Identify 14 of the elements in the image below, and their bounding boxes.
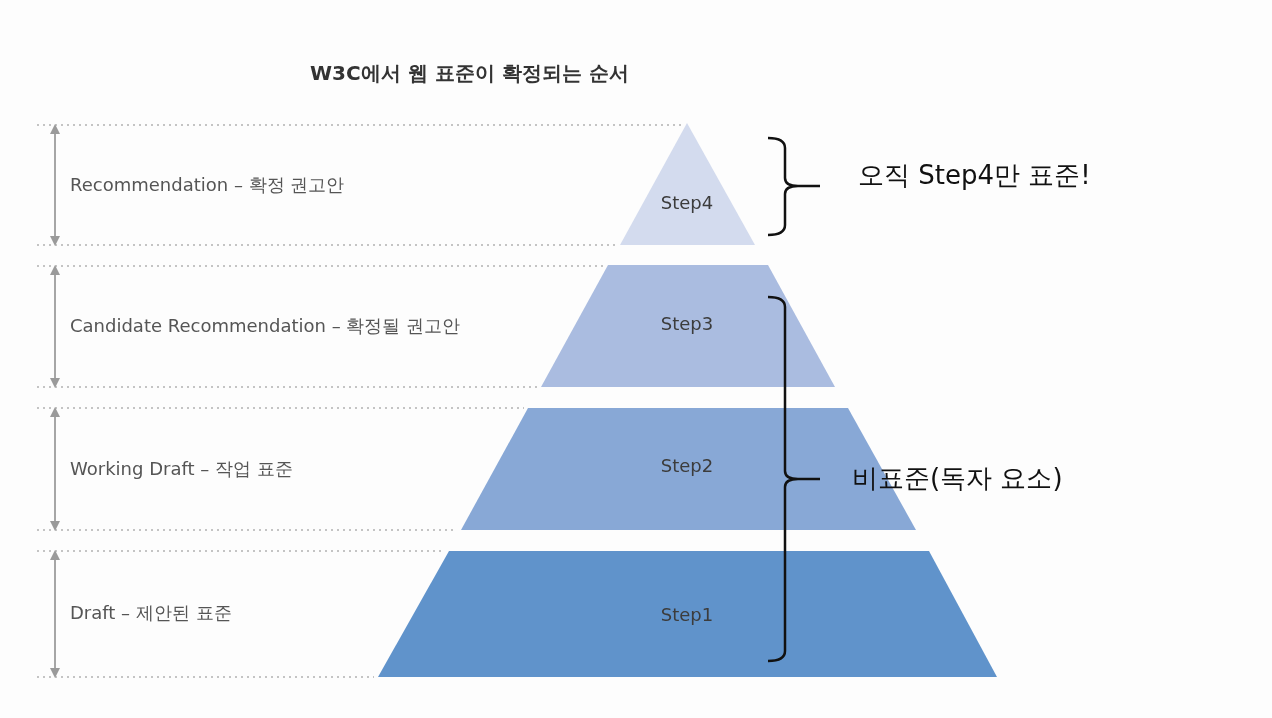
stage-label: Working Draft – 작업 표준 — [70, 457, 293, 481]
step-label: Step4 — [660, 192, 714, 213]
annotation-text: 오직 Step4만 표준! — [858, 159, 1091, 192]
stage-label: Draft – 제안된 표준 — [70, 601, 232, 625]
annotation-text: 비표준(독자 요소) — [852, 462, 1063, 495]
step-label: Step3 — [660, 313, 714, 334]
pyramid-tier — [378, 551, 997, 677]
step-label: Step2 — [660, 455, 714, 476]
pyramid-top — [620, 123, 755, 245]
stage-label: Candidate Recommendation – 확정될 권고안 — [70, 314, 461, 338]
pyramid-tier — [541, 265, 835, 387]
title: W3C에서 웹 표준이 확정되는 순서 — [310, 60, 629, 87]
step-label: Step1 — [660, 604, 714, 625]
stage-label: Recommendation – 확정 권고안 — [70, 173, 345, 197]
